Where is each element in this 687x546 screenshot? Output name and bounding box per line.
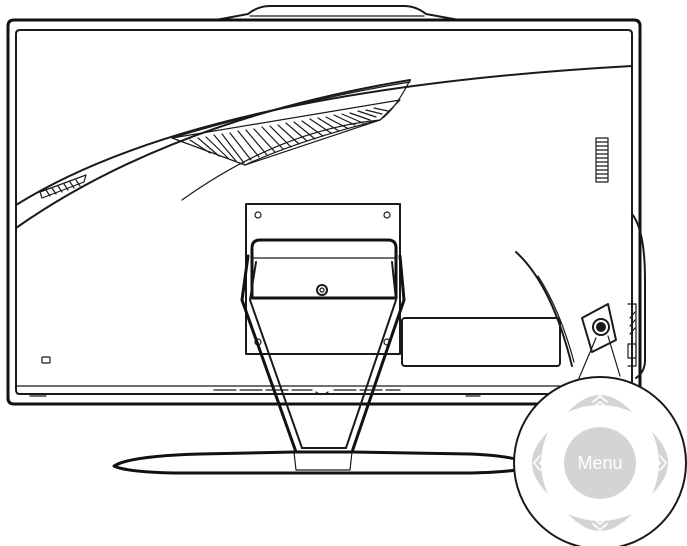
rear-swoosh	[515, 251, 575, 367]
osd-button-housing	[573, 303, 621, 391]
cable-cover	[401, 317, 561, 367]
osd-menu-label: Menu	[577, 453, 622, 473]
chevron-right-icon	[653, 455, 667, 471]
side-bezel	[627, 213, 646, 379]
osd-joystick-callout: Menu	[513, 376, 687, 546]
monitor-body	[6, 18, 642, 406]
chevron-left-icon	[533, 455, 547, 471]
lock-slot	[41, 356, 51, 364]
vent-grille-small	[39, 174, 87, 199]
top-handle	[204, 5, 471, 23]
vent-grille-side	[595, 137, 609, 183]
stand-base	[112, 450, 534, 475]
osd-menu-button[interactable]	[564, 427, 636, 499]
chevron-up-icon	[592, 395, 608, 409]
osd-down-button[interactable]	[568, 514, 632, 531]
back-cover-curve	[15, 65, 633, 229]
bottom-vent-strip	[213, 389, 401, 396]
vent-grille-large	[171, 99, 401, 166]
stand-legs	[240, 254, 406, 454]
stand-hinge	[250, 238, 398, 300]
osd-up-button[interactable]	[568, 395, 632, 412]
chevron-down-icon	[592, 517, 608, 531]
